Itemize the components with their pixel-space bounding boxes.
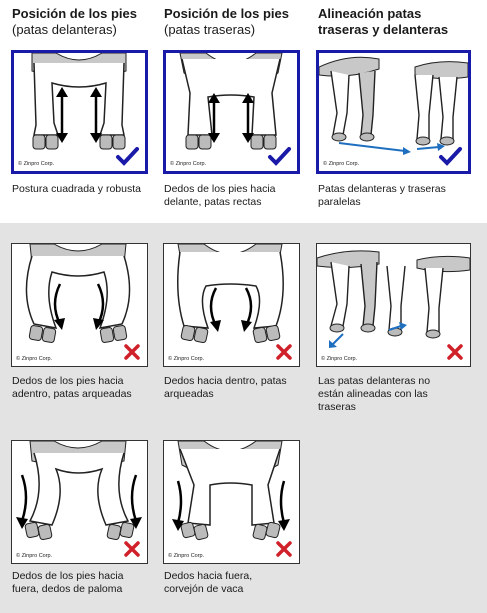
front-legs-illustration — [25, 244, 140, 360]
header-subtitle: traseras y delanteras — [318, 22, 449, 37]
caption-toes-in-front: Dedos de los pies hacia adentro, patas a… — [12, 375, 132, 400]
copyright-note: © Zinpro Corp. — [18, 161, 55, 167]
rear-legs-illustration — [177, 244, 292, 360]
copyright-note: © Zinpro Corp. — [16, 553, 53, 559]
cross-icon — [276, 541, 292, 557]
check-icon — [268, 147, 291, 166]
panel-misaligned: © Zinpro Corp. — [316, 243, 471, 367]
caption-parallel-legs: Patas delanteras y traseras paralelas — [318, 183, 446, 208]
copyright-note: © Zinpro Corp. — [321, 356, 358, 362]
header-alignment: Alineación patas traseras y delanteras — [318, 6, 448, 38]
side-legs-illustration — [317, 250, 470, 360]
copyright-note: © Zinpro Corp. — [16, 356, 53, 362]
front-legs-illustration — [16, 441, 142, 557]
panel-toes-in-front: © Zinpro Corp. — [11, 243, 148, 367]
copyright-note: © Zinpro Corp. — [168, 553, 205, 559]
copyright-note: © Zinpro Corp. — [168, 356, 205, 362]
side-legs-illustration — [319, 56, 468, 166]
front-legs-illustration — [31, 53, 139, 166]
check-icon — [116, 147, 139, 166]
panel-rear-straight: © Zinpro Corp. — [163, 50, 300, 174]
rear-legs-illustration — [172, 441, 292, 557]
panel-toes-in-rear: © Zinpro Corp. — [163, 243, 300, 367]
cross-icon — [276, 344, 292, 360]
caption-rear-straight: Dedos de los pies hacia delante, patas r… — [164, 183, 276, 208]
caption-toes-in-rear: Dedos hacia dentro, patas arqueadas — [164, 375, 287, 400]
header-title: Posición de los pies — [164, 6, 289, 21]
header-front-feet: Posición de los pies (patas delanteras) — [12, 6, 137, 38]
cross-icon — [124, 541, 140, 557]
caption-misaligned: Las patas delanteras no están alineadas … — [318, 375, 431, 413]
copyright-note: © Zinpro Corp. — [170, 161, 207, 167]
cross-icon — [447, 344, 463, 360]
cross-icon — [124, 344, 140, 360]
panel-parallel-legs: © Zinpro Corp. — [316, 50, 471, 174]
panel-toes-out-front: © Zinpro Corp. — [11, 440, 148, 564]
header-rear-feet: Posición de los pies (patas traseras) — [164, 6, 289, 38]
caption-square-stance: Postura cuadrada y robusta — [12, 183, 141, 195]
header-subtitle: (patas traseras) — [164, 22, 256, 37]
header-title: Alineación patas — [318, 6, 422, 21]
copyright-note: © Zinpro Corp. — [323, 161, 360, 167]
panel-square-stance: © Zinpro Corp. — [11, 50, 148, 174]
header-subtitle: (patas delanteras) — [12, 22, 117, 37]
panel-cow-hocked: © Zinpro Corp. — [163, 440, 300, 564]
check-icon — [439, 147, 462, 166]
caption-toes-out-front: Dedos de los pies hacia fuera, dedos de … — [12, 570, 124, 595]
header-title: Posición de los pies — [12, 6, 137, 21]
rear-legs-illustration — [179, 53, 291, 166]
caption-cow-hocked: Dedos hacia fuera, corvejón de vaca — [164, 570, 253, 595]
